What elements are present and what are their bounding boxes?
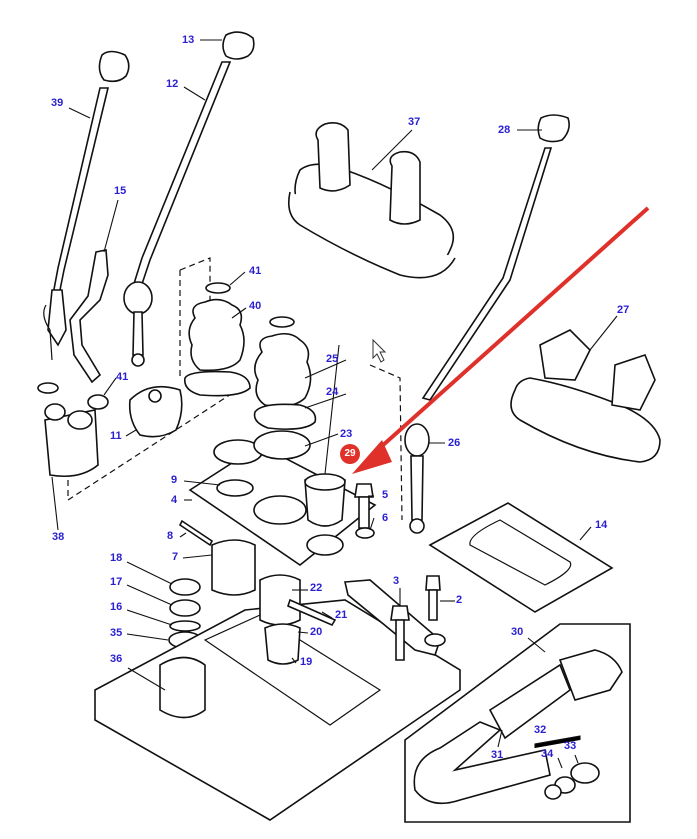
mouse-cursor-icon xyxy=(372,338,387,363)
label-8[interactable]: 8 xyxy=(167,530,174,542)
lever-39 xyxy=(43,50,130,361)
label-36[interactable]: 36 xyxy=(110,653,123,665)
boot-40 xyxy=(183,282,251,397)
label-22[interactable]: 22 xyxy=(310,582,323,594)
label-31[interactable]: 31 xyxy=(491,749,504,761)
lever-26 xyxy=(404,114,570,534)
label-33[interactable]: 33 xyxy=(564,740,577,752)
label-25[interactable]: 25 xyxy=(326,353,339,365)
label-21[interactable]: 21 xyxy=(335,609,348,621)
label-27[interactable]: 27 xyxy=(617,304,630,316)
label-16[interactable]: 16 xyxy=(110,601,123,613)
label-23[interactable]: 23 xyxy=(340,428,353,440)
boot-27 xyxy=(510,329,661,463)
bolt-3 xyxy=(390,605,410,661)
label-32[interactable]: 32 xyxy=(534,724,547,736)
label-2[interactable]: 2 xyxy=(456,594,463,606)
label-39[interactable]: 39 xyxy=(51,97,64,109)
label-19[interactable]: 19 xyxy=(300,656,313,668)
inset-box-30 xyxy=(404,623,631,823)
label-26[interactable]: 26 xyxy=(448,437,461,449)
lever-12 xyxy=(123,31,255,367)
label-30[interactable]: 30 xyxy=(511,626,524,638)
label-20[interactable]: 20 xyxy=(310,626,323,638)
label-11[interactable]: 11 xyxy=(110,430,122,442)
label-28[interactable]: 28 xyxy=(498,124,511,136)
label-9[interactable]: 9 xyxy=(171,474,178,486)
boot-25 xyxy=(253,316,317,430)
label-4[interactable]: 4 xyxy=(171,494,178,506)
highlight-badge-29[interactable]: 29 xyxy=(340,444,360,464)
boot-37 xyxy=(287,122,456,279)
label-38[interactable]: 38 xyxy=(52,531,65,543)
label-15[interactable]: 15 xyxy=(114,185,127,197)
label-35[interactable]: 35 xyxy=(110,627,123,639)
clip-41 xyxy=(87,394,109,410)
label-37[interactable]: 37 xyxy=(408,116,421,128)
label-41a[interactable]: 41 xyxy=(249,265,262,277)
label-13[interactable]: 13 xyxy=(182,34,195,46)
label-41b[interactable]: 41 xyxy=(116,371,129,383)
bushing-29 xyxy=(304,473,346,527)
housing-38 xyxy=(37,382,99,478)
plate-4 xyxy=(188,430,377,566)
label-6[interactable]: 6 xyxy=(382,512,389,524)
label-5[interactable]: 5 xyxy=(382,489,389,501)
label-12[interactable]: 12 xyxy=(166,78,179,90)
label-18[interactable]: 18 xyxy=(110,552,123,564)
fork-15 xyxy=(69,249,109,384)
label-34[interactable]: 34 xyxy=(541,748,554,760)
assembly-guide-lines xyxy=(67,257,403,521)
label-17[interactable]: 17 xyxy=(110,576,123,588)
label-3[interactable]: 3 xyxy=(393,575,400,587)
label-7[interactable]: 7 xyxy=(172,551,179,563)
highlight-arrow xyxy=(352,206,650,474)
label-24[interactable]: 24 xyxy=(326,386,339,398)
bushing-7 xyxy=(211,539,256,596)
label-14[interactable]: 14 xyxy=(595,519,608,531)
label-40[interactable]: 40 xyxy=(249,300,262,312)
housing-11 xyxy=(128,385,183,438)
leader-lines xyxy=(51,39,618,769)
pin-8 xyxy=(178,519,214,547)
bolt-5 xyxy=(354,483,375,539)
bolt-2 xyxy=(424,575,446,647)
plate-14 xyxy=(428,502,614,613)
